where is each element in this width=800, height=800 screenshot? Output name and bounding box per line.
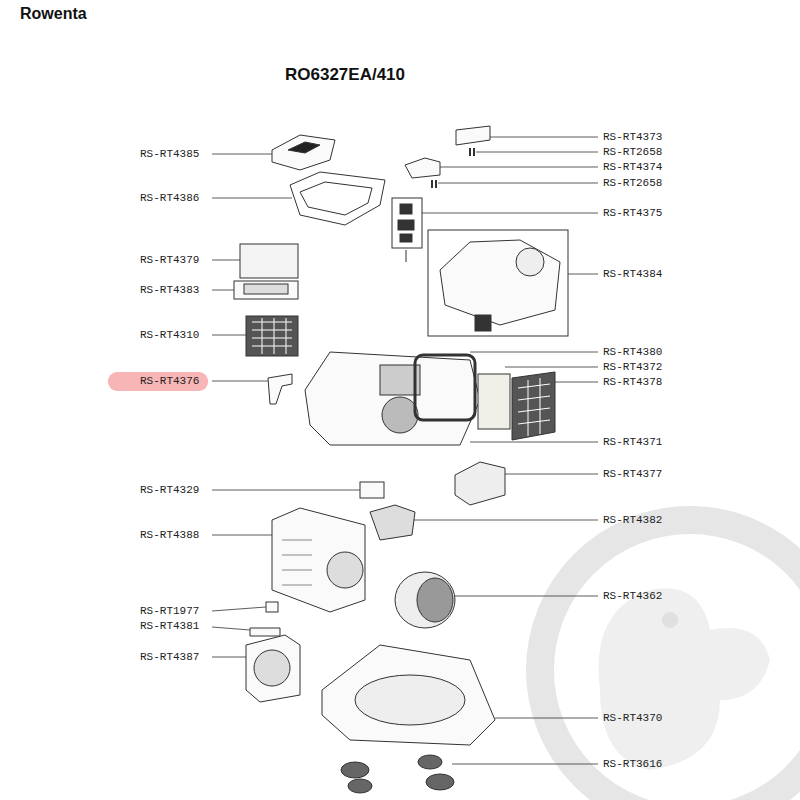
parts — [234, 126, 568, 793]
part-number: RS-RT4383 — [140, 285, 199, 296]
part-number: RS-RT4376 — [140, 376, 199, 387]
part-number: RS-RT4375 — [603, 208, 662, 219]
brand-logo: Rowenta — [20, 6, 87, 22]
part-number: RS-RT4379 — [140, 255, 199, 266]
part-number: RS-RT4374 — [603, 162, 662, 173]
leader-lines — [212, 137, 598, 764]
part-number: RS-RT4385 — [140, 149, 199, 160]
part-number: RS-RT4310 — [140, 330, 199, 341]
part-number: RS-RT4382 — [603, 515, 662, 526]
highlight — [108, 372, 208, 391]
part-number: RS-RT4373 — [603, 132, 662, 143]
part-number: RS-RT4388 — [140, 530, 199, 541]
part-number: RS-RT4380 — [603, 347, 662, 358]
part-number: RS-RT2658 — [603, 147, 662, 158]
watermark — [540, 520, 800, 800]
part-number: RS-RT4378 — [603, 377, 662, 388]
part-number: RS-RT2658 — [603, 178, 662, 189]
part-number: RS-RT1977 — [140, 606, 199, 617]
part-number: RS-RT4370 — [603, 713, 662, 724]
part-number: RS-RT4371 — [603, 437, 662, 448]
part-number: RS-RT4384 — [603, 269, 662, 280]
part-number: RS-RT4329 — [140, 485, 199, 496]
diagram-title: RO6327EA/410 — [285, 66, 405, 83]
part-number: RS-RT4377 — [603, 469, 662, 480]
part-number: RS-RT4381 — [140, 621, 199, 632]
part-number: RS-RT4372 — [603, 362, 662, 373]
part-number: RS-RT4362 — [603, 591, 662, 602]
part-number: RS-RT4387 — [140, 652, 199, 663]
part-number: RS-RT4386 — [140, 193, 199, 204]
part-number: RS-RT3616 — [603, 759, 662, 770]
